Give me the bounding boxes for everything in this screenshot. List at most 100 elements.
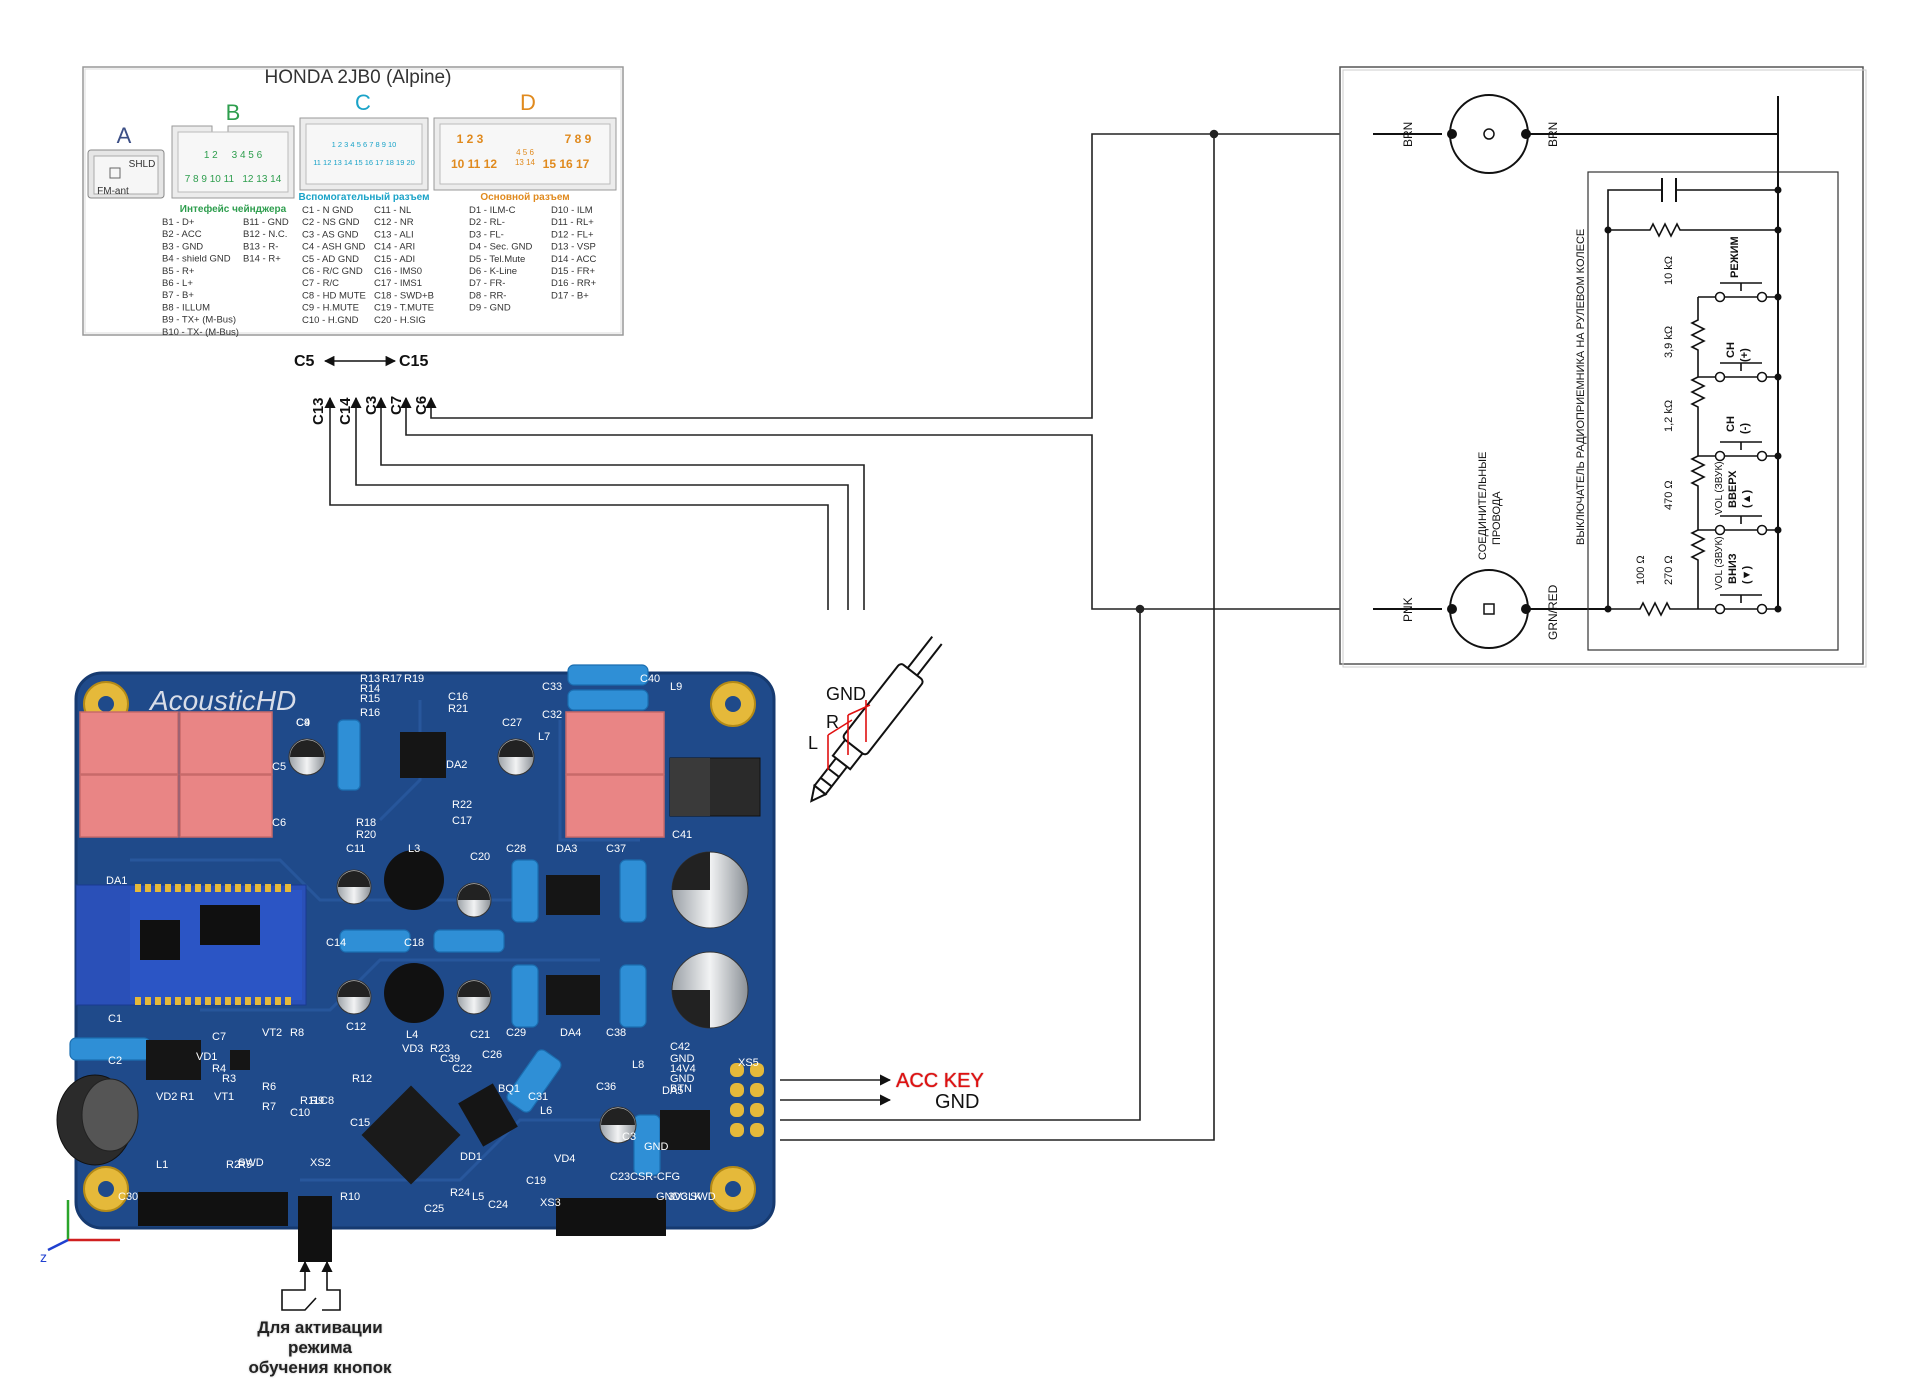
silk-label: R1 bbox=[180, 1091, 194, 1103]
silk-label: R12 bbox=[352, 1073, 372, 1085]
conn-c-row1: 1 2 3 4 5 6 7 8 9 10 bbox=[332, 140, 397, 149]
silk-label: L4 bbox=[406, 1029, 418, 1041]
silk-label: C11 bbox=[346, 843, 365, 855]
pin-b-right-3: B14 - R+ bbox=[243, 254, 281, 265]
bt-pad bbox=[145, 997, 151, 1005]
silk-label: DA1 bbox=[106, 875, 127, 887]
bt-pad bbox=[195, 997, 201, 1005]
board-logo: AcousticHD bbox=[148, 685, 296, 716]
switch-label: ВЫКЛЮЧАТЕЛЬ РАДИОПРИЕМНИКА НА РУЛЕВОМ КО… bbox=[1575, 229, 1587, 545]
res-3k9: 3,9 kΩ bbox=[1663, 326, 1675, 358]
pin-c-right-7: C18 - SWD+B bbox=[374, 290, 434, 301]
silk-label: C26 bbox=[482, 1049, 502, 1061]
conn-b-letter: B bbox=[226, 100, 241, 125]
acc-key-label: ACC KEY bbox=[896, 1070, 984, 1092]
bt-pad bbox=[245, 884, 251, 892]
conn-c-heading: Вспомогательный разъем bbox=[299, 192, 430, 203]
bt-pad bbox=[175, 997, 181, 1005]
pin-b-left-0: B1 - D+ bbox=[162, 217, 195, 228]
jack-l: L bbox=[808, 733, 818, 753]
silk-label: C19 bbox=[526, 1175, 546, 1187]
pin-c-left-4: C5 - AD GND bbox=[302, 254, 359, 265]
silk-label: R22 bbox=[452, 799, 472, 811]
pin-c-right-4: C15 - ADI bbox=[374, 254, 415, 265]
silk-label: C41 bbox=[672, 829, 692, 841]
jumper-callout bbox=[281, 1260, 341, 1311]
pin-c-left-8: C9 - H.MUTE bbox=[302, 303, 359, 314]
bt-pad bbox=[145, 884, 151, 892]
silk-label: VD2 bbox=[156, 1091, 177, 1103]
pin-d-right-6: D16 - RR+ bbox=[551, 278, 597, 289]
conn-d-mid1: 4 5 6 bbox=[516, 148, 534, 157]
silk-label: DA5 bbox=[662, 1085, 683, 1097]
conn-d-letter: D bbox=[520, 90, 536, 115]
conn-wires-label-1: СОЕДИНИТЕЛЬНЫЕ bbox=[1477, 452, 1489, 560]
pin-c-right-6: C17 - IMS1 bbox=[374, 278, 422, 289]
steering-schematic: BRN BRN PNK GRN/RED СОЕДИНИТЕЛЬНЫЕ ПРОВО… bbox=[1339, 66, 1867, 668]
silk-label: 14V4 bbox=[670, 1063, 696, 1075]
audio-jack: GND R L bbox=[808, 635, 943, 803]
silk-label: R23 bbox=[430, 1043, 450, 1055]
conn-d-heading: Основной разъем bbox=[480, 192, 569, 203]
silk-label: SWD bbox=[690, 1191, 716, 1203]
pin-c-left-0: C1 - N GND bbox=[302, 205, 353, 216]
silk-label: CSR-CFG bbox=[630, 1171, 680, 1183]
silk-label: R9 bbox=[310, 1095, 324, 1107]
pin-c-right-1: C12 - NR bbox=[374, 217, 414, 228]
silk-label: CLK bbox=[680, 1191, 702, 1203]
res-1k2: 1,2 kΩ bbox=[1663, 400, 1675, 432]
silk-label: L1 bbox=[156, 1159, 168, 1171]
silk-label: C21 bbox=[470, 1029, 490, 1041]
btn-ch-plus-1: CH bbox=[1725, 342, 1737, 358]
silk-label: C14 bbox=[326, 937, 346, 949]
silk-label: C23 bbox=[610, 1171, 630, 1183]
silk-label: DA3 bbox=[556, 843, 577, 855]
silk-label: C38 bbox=[606, 1027, 626, 1039]
res-270: 270 Ω bbox=[1663, 555, 1675, 585]
xs5-pin-3 bbox=[730, 1123, 744, 1137]
caption-line-1: Для активации bbox=[257, 1318, 383, 1337]
pin-c-right-2: C13 - ALI bbox=[374, 229, 414, 240]
silk-label: R13 bbox=[360, 673, 380, 685]
bt-pad bbox=[225, 884, 231, 892]
btn-ch-minus-1: CH bbox=[1725, 416, 1737, 432]
pin-c6: C6 bbox=[413, 396, 430, 415]
silk-label: VT2 bbox=[262, 1027, 282, 1039]
pin-d-left-2: D3 - FL- bbox=[469, 229, 504, 240]
switch-contact-1 bbox=[1714, 362, 1782, 383]
pin-b-left-8: B9 - TX+ (M-Bus) bbox=[162, 315, 236, 326]
bt-pad bbox=[275, 997, 281, 1005]
axis-z: z bbox=[40, 1249, 47, 1265]
pin-c-right-9: C20 - H.SIG bbox=[374, 315, 426, 326]
pin-d-right-5: D15 - FR+ bbox=[551, 266, 596, 277]
jack-gnd: GND bbox=[826, 684, 866, 704]
bt-pad bbox=[265, 884, 271, 892]
silk-label: C9 bbox=[296, 717, 310, 729]
pin-b-left-2: B3 - GND bbox=[162, 241, 203, 252]
silk-label: C6 bbox=[272, 817, 286, 829]
silk-label: C37 bbox=[606, 843, 626, 855]
pin-b-right-0: B11 - GND bbox=[243, 217, 289, 228]
btn-ch-minus-2: (-) bbox=[1739, 423, 1751, 434]
silk-label: L9 bbox=[670, 681, 682, 693]
silk-label: C16 bbox=[448, 691, 468, 703]
silk-label: L8 bbox=[632, 1059, 644, 1071]
pin-d-right-0: D10 - ILM bbox=[551, 205, 593, 216]
silk-label: C31 bbox=[528, 1091, 548, 1103]
pin-b-left-4: B5 - R+ bbox=[162, 266, 195, 277]
xs5-pin-0 bbox=[750, 1063, 764, 1077]
pin-b-left-7: B8 - ILLUM bbox=[162, 302, 210, 313]
silk-label: C25 bbox=[424, 1203, 444, 1215]
bt-pad bbox=[215, 997, 221, 1005]
conn-a-shld: SHLD bbox=[129, 159, 156, 170]
silk-label: R15 bbox=[360, 693, 380, 705]
silk-label: L3 bbox=[408, 843, 420, 855]
pin-d-right-1: D11 - RL+ bbox=[551, 217, 594, 228]
pin-c-right-8: C19 - T.MUTE bbox=[374, 303, 434, 314]
pcb-board: AcousticHD bbox=[40, 664, 776, 1265]
xs5-pin-2 bbox=[730, 1103, 744, 1117]
silk-label: C27 bbox=[502, 717, 522, 729]
